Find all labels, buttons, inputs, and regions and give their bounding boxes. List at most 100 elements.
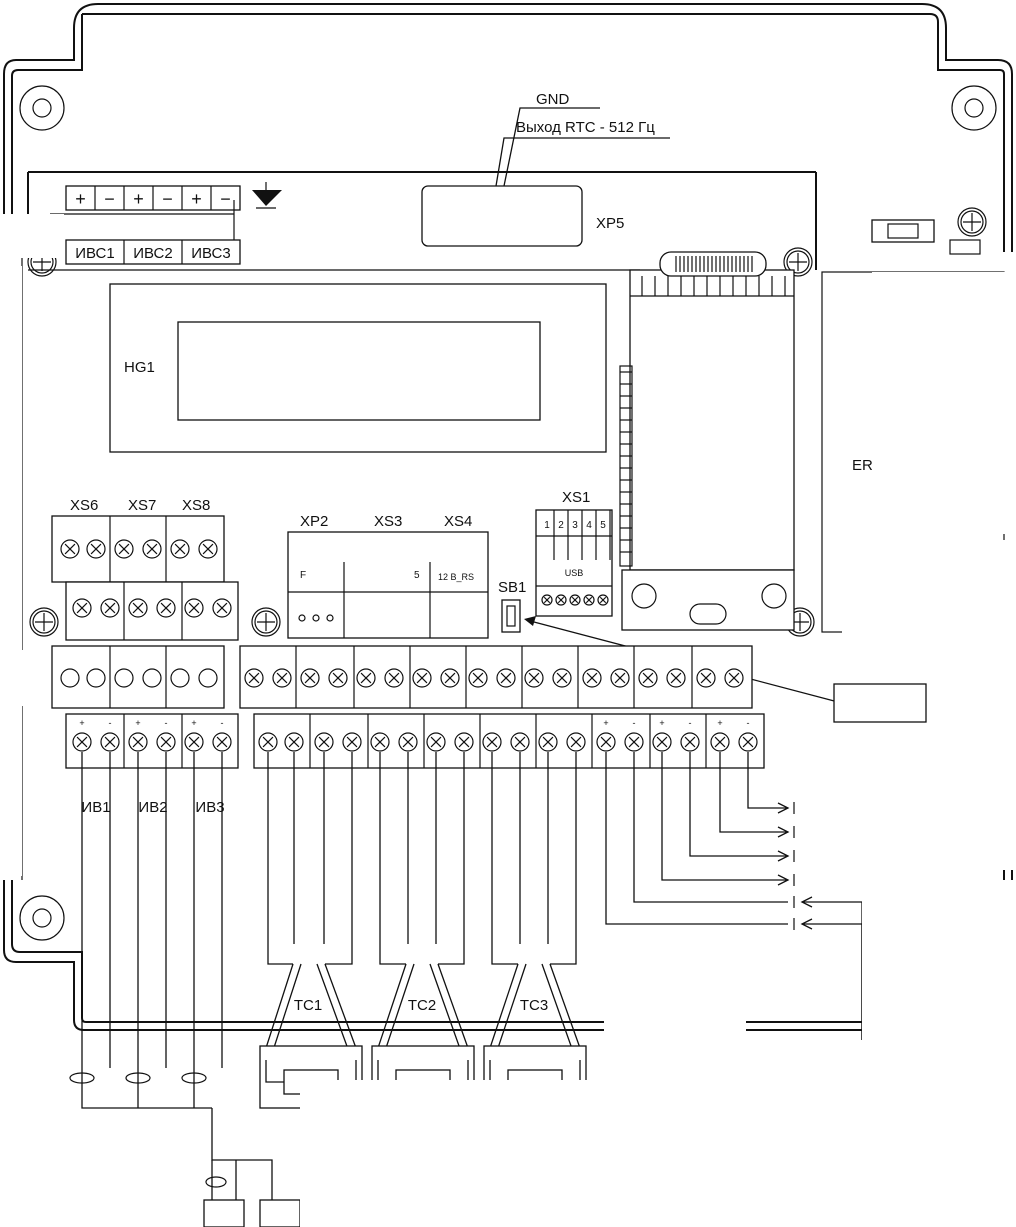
right-module: ER2 [619, 219, 1005, 633]
terminal-screw-icon [555, 594, 567, 606]
terminal-polarity-mark: - [109, 718, 112, 728]
terminal-screw-icon [244, 668, 264, 688]
terminal-polarity-mark: - [633, 718, 636, 728]
terminal-socket [142, 668, 162, 688]
terminal-polarity-mark: - [165, 718, 168, 728]
xs1-pin-label: 4 [586, 520, 592, 531]
terminal-screw-icon [624, 732, 644, 752]
wire [550, 752, 577, 965]
board-screw-icon [29, 607, 59, 637]
terminal-screw-icon [184, 732, 204, 752]
terminal-socket [86, 668, 106, 688]
terminal-polarity-mark: - [689, 718, 692, 728]
terminal-screw-icon [72, 732, 92, 752]
wire [802, 901, 863, 1040]
terminal-screw-icon [541, 594, 553, 606]
terminal-screw-icon [710, 732, 730, 752]
terminal-polarity-mark: + [659, 718, 664, 728]
wire [81, 1060, 212, 1109]
terminal-screw-icon [156, 732, 176, 752]
xp2-label: XP2 [300, 513, 328, 530]
terminal-screw-icon [212, 598, 232, 618]
terminal-screw-icon [552, 668, 572, 688]
wire [429, 963, 465, 1061]
terminal-screw-icon [482, 732, 502, 752]
arrow-right-icon [777, 874, 790, 886]
terminal-screw-icon [597, 594, 609, 606]
tc1-label: TC1 [294, 997, 322, 1014]
iv3-label: ИВ3 [195, 799, 224, 816]
xs4-label: XS4 [444, 513, 472, 530]
xs7-label: XS7 [128, 497, 156, 514]
wire [747, 752, 788, 809]
wire [316, 963, 353, 1061]
terminal-screw-icon [569, 594, 581, 606]
xp5-label: XP5 [596, 215, 624, 232]
terminal-screw-icon [680, 732, 700, 752]
terminal-polarity-mark: + [135, 718, 140, 728]
terminal-screw-icon [398, 732, 418, 752]
terminal-polarity-mark: + [603, 718, 608, 728]
terminal-screw-icon [510, 732, 530, 752]
terminal-screw-icon [583, 594, 595, 606]
terminal-screw-icon [128, 732, 148, 752]
f-partial-label: F [300, 570, 306, 581]
ivs-polarity-mark: − [162, 189, 173, 209]
wire [265, 1060, 284, 1083]
terminal-screw-icon [86, 539, 106, 559]
terminal-screw-icon [198, 539, 218, 559]
ivs2-label: ИВС2 [133, 245, 172, 262]
wire [437, 963, 469, 1049]
terminal-block-icon [259, 1199, 301, 1227]
arrow-right-icon [777, 850, 790, 862]
wire [491, 752, 518, 965]
wire [265, 963, 294, 1049]
ivs-polarity-mark: − [104, 189, 115, 209]
arrow-right-icon [777, 802, 790, 814]
xs1-pin-label: 2 [558, 520, 564, 531]
board-screw-icon [783, 247, 813, 277]
board-screw-icon [251, 607, 281, 637]
terminal-screw-icon [314, 732, 334, 752]
wire [661, 752, 788, 881]
terminal-block-icon [203, 1199, 245, 1227]
hg1-display: HG1 [109, 283, 607, 453]
iv1-label: ИВ1 [81, 799, 110, 816]
terminal-screw-icon [114, 539, 134, 559]
terminal-socket [170, 668, 190, 688]
wire [719, 752, 788, 833]
terminal-screw-icon [566, 732, 586, 752]
ivs-connector: +−+−+− ИВС1 ИВС2 ИВС3 [50, 182, 282, 265]
usb-label: USB [565, 568, 584, 578]
terminal-screw-icon [170, 539, 190, 559]
terminal-screw-icon [272, 668, 292, 688]
xs1-pin-label: 1 [544, 520, 550, 531]
terminal-screw-icon [100, 598, 120, 618]
terminal-screw-icon [100, 732, 120, 752]
ivs-polarity-mark: + [75, 189, 86, 209]
ivs1-label: ИВС1 [75, 245, 114, 262]
terminal-screw-icon [696, 668, 716, 688]
terminal-screw-icon [128, 598, 148, 618]
terminal-screw-icon [582, 668, 602, 688]
terminal-polarity-mark: + [191, 718, 196, 728]
terminal-screw-icon [184, 598, 204, 618]
wire [438, 752, 465, 965]
switch-icon [871, 219, 935, 243]
terminal-screw-icon [496, 668, 516, 688]
wire [267, 752, 293, 965]
terminal-screw-icon [538, 732, 558, 752]
rs-12v-label: 12 В_RS [438, 572, 474, 582]
terminal-screw-icon [596, 732, 616, 752]
terminal-polarity-mark: + [717, 718, 722, 728]
xp5-connector: XP5 GND Выход RTC - 512 Гц [421, 91, 670, 247]
ivs-polarity-mark: − [220, 189, 231, 209]
terminal-screw-icon [454, 732, 474, 752]
terminal-screw-icon [142, 539, 162, 559]
terminal-screw-icon [638, 668, 658, 688]
wire [324, 963, 357, 1049]
xs1-label: XS1 [562, 489, 590, 506]
terminal-screw-icon [738, 732, 758, 752]
